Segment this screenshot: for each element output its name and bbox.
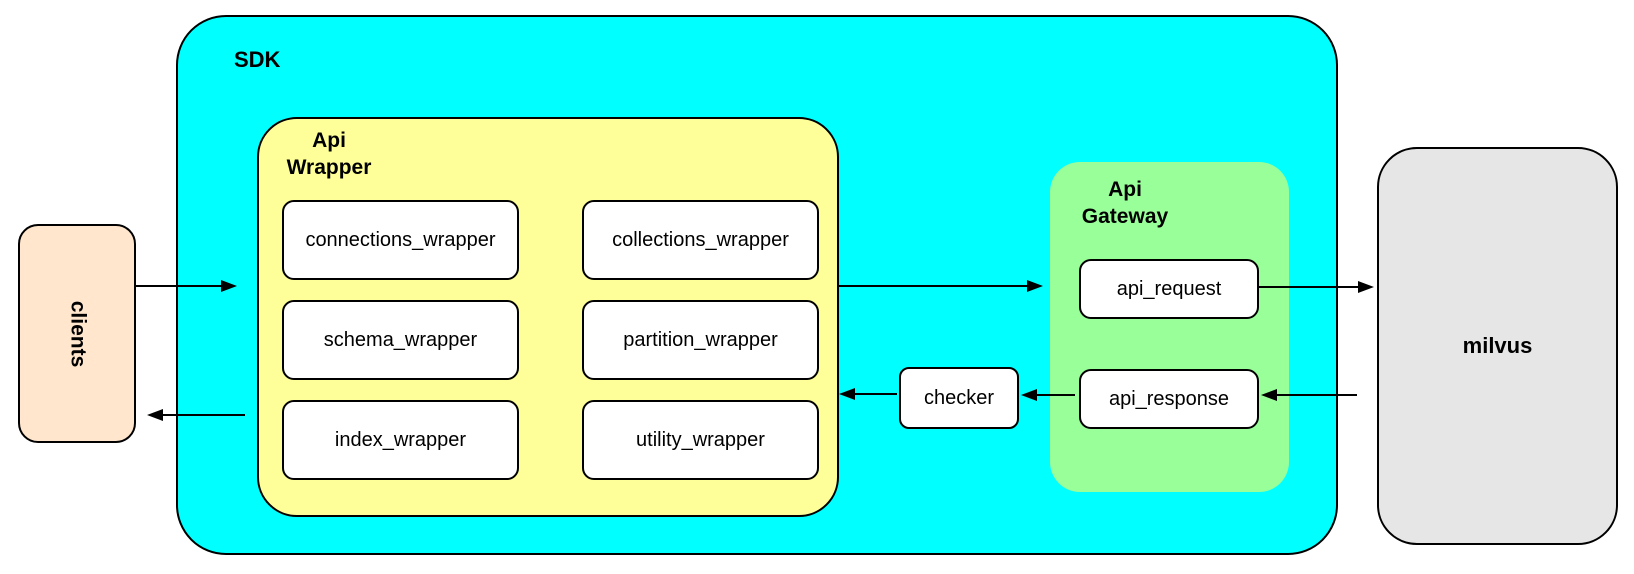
arrow-line (1037, 394, 1075, 396)
arrowhead-right-icon (1027, 280, 1043, 292)
connections-wrapper-label: connections_wrapper (305, 228, 496, 251)
partition-wrapper-node: partition_wrapper (582, 300, 819, 380)
collections-wrapper-node: collections_wrapper (582, 200, 819, 280)
checker-label: checker (923, 386, 995, 409)
utility-wrapper-node: utility_wrapper (582, 400, 819, 480)
sdk-label: SDK (234, 47, 281, 72)
api-wrapper-label: Api Wrapper (286, 129, 372, 179)
index-wrapper-label: index_wrapper (334, 428, 467, 451)
schema-wrapper-label: schema_wrapper (323, 328, 478, 351)
arrow-line (163, 414, 245, 416)
arrow-line (855, 393, 897, 395)
arrow-line (1277, 394, 1357, 396)
milvus-node: milvus (1377, 147, 1618, 545)
arrowhead-left-icon (1021, 389, 1037, 401)
arrowhead-left-icon (147, 409, 163, 421)
connections-wrapper-node: connections_wrapper (282, 200, 519, 280)
index-wrapper-node: index_wrapper (282, 400, 519, 480)
partition-wrapper-label: partition_wrapper (623, 328, 778, 351)
checker-node: checker (899, 367, 1019, 429)
utility-wrapper-label: utility_wrapper (636, 428, 765, 451)
arrowhead-left-icon (839, 388, 855, 400)
api-request-node: api_request (1079, 259, 1259, 319)
api-wrapper-container: Api Wrapper connections_wrapper collecti… (257, 117, 839, 517)
arrowhead-right-icon (1358, 281, 1374, 293)
arrow-line (837, 285, 1027, 287)
arrow-line (1257, 286, 1358, 288)
api-request-label: api_request (1116, 277, 1222, 300)
arrowhead-left-icon (1261, 389, 1277, 401)
api-gateway-label: Api Gateway (1081, 178, 1169, 228)
sdk-container: SDK Api Wrapper connections_wrapper coll… (176, 15, 1338, 555)
api-response-node: api_response (1079, 369, 1259, 429)
clients-label: clients (66, 300, 89, 367)
api-response-label: api_response (1108, 387, 1230, 410)
arrow-line (135, 285, 221, 287)
schema-wrapper-node: schema_wrapper (282, 300, 519, 380)
arrowhead-right-icon (221, 280, 237, 292)
api-gateway-container: Api Gateway api_request api_response (1050, 162, 1289, 492)
collections-wrapper-label: collections_wrapper (612, 228, 789, 251)
clients-node: clients (18, 224, 136, 443)
milvus-label: milvus (1462, 333, 1533, 358)
